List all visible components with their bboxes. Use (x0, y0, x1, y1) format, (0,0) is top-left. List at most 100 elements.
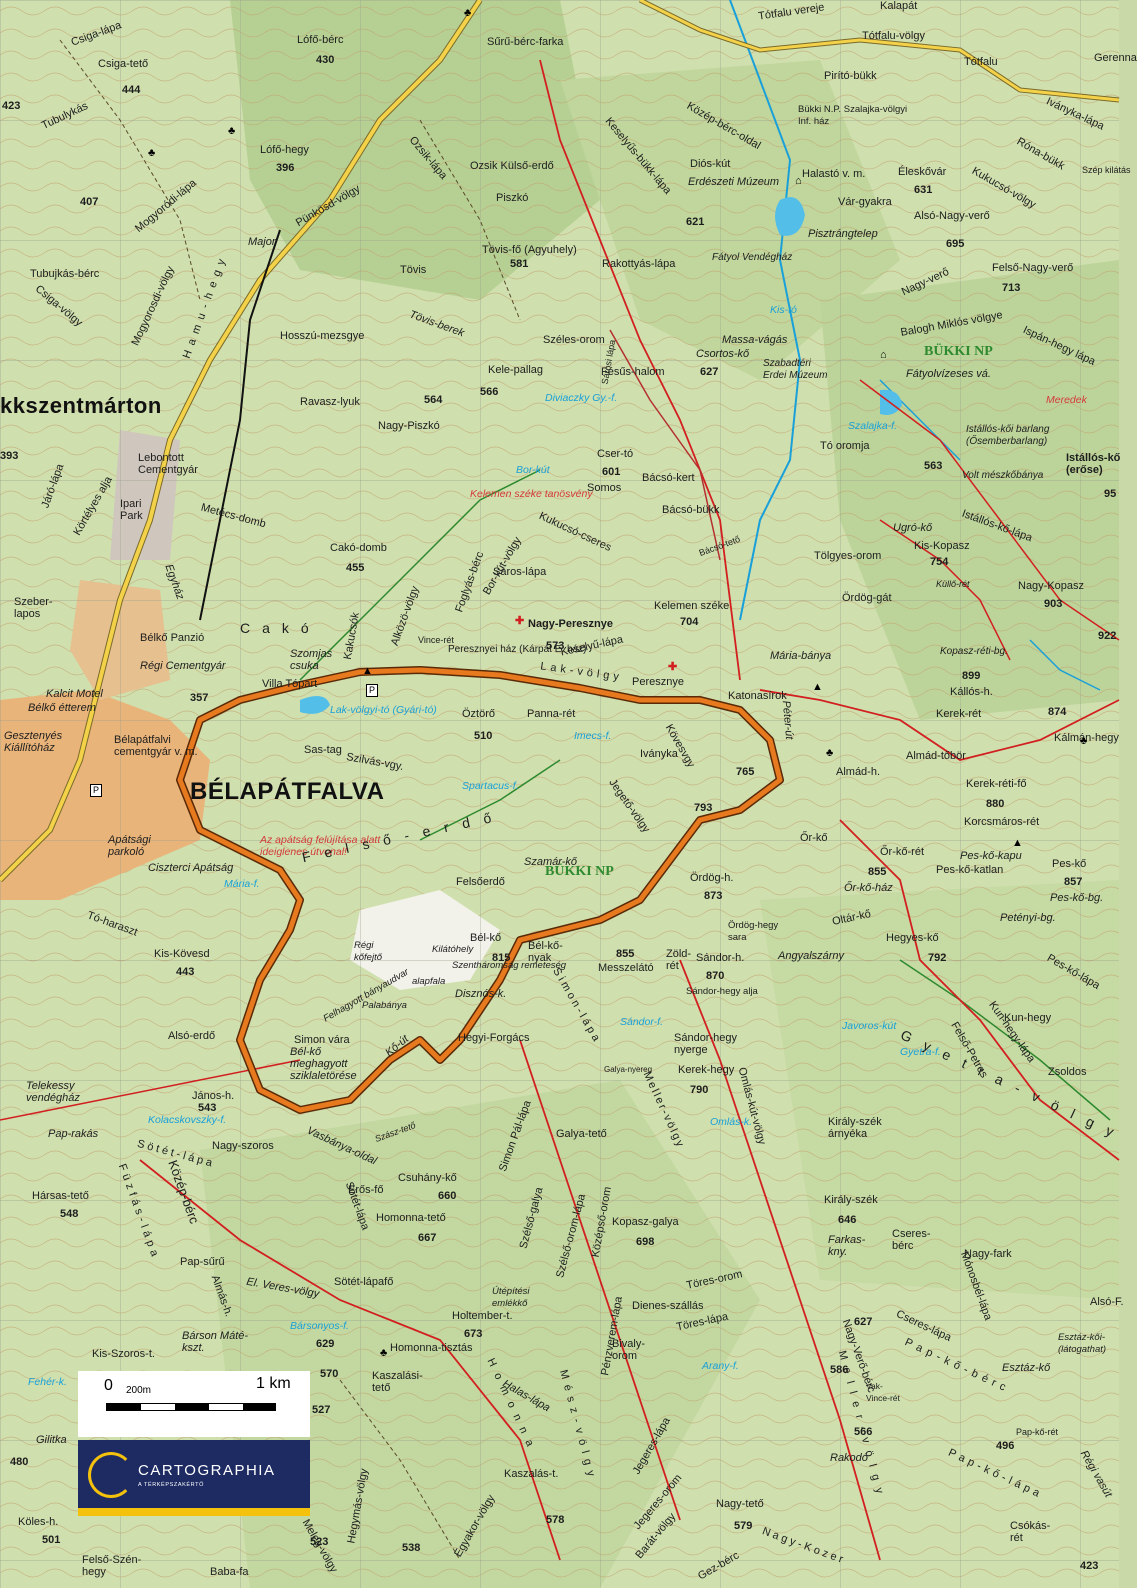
scale-zero: 0 (104, 1377, 113, 1394)
place-label: Zöld-rét (666, 948, 692, 972)
tree-icon: ♣ (1080, 735, 1088, 747)
elevation-label: 579 (734, 1520, 753, 1532)
place-label: Holtember-t. (452, 1310, 513, 1322)
place-label: Bélkő Panzió (140, 632, 205, 644)
red-trail (609, 329, 721, 561)
place-label: Lófő-hegy (260, 144, 309, 156)
elevation-label: 407 (80, 196, 99, 208)
place-label: Gesztenyés Kiállítóház (4, 730, 63, 754)
place-label: Csókás-rét (1010, 1520, 1051, 1544)
elevation-label: 586 (830, 1364, 849, 1376)
place-label: Apátsági parkoló (108, 834, 151, 858)
place-label: Disznós-k. (455, 988, 507, 1000)
elevation-label: 570 (320, 1368, 339, 1380)
place-label: Kopasz-galya (612, 1216, 679, 1228)
place-label: Tubujkás-bérc (30, 268, 100, 280)
elevation-label: 704 (680, 616, 699, 628)
elevation-label: 548 (60, 1208, 79, 1220)
water-label: Omlás-k. (710, 1116, 752, 1128)
place-label: Sándor-h. (696, 952, 745, 964)
place-label: Nagy-szoros (212, 1140, 274, 1152)
water-label: Javoros-kút (842, 1020, 897, 1032)
elevation-label: 543 (198, 1102, 217, 1114)
elevation-label: 396 (276, 162, 295, 174)
place-label: Éleskővár (898, 166, 947, 178)
place-label: Lebontott Cementgyár (138, 452, 198, 476)
place-label: Galya-tető (556, 1128, 607, 1140)
elevation-label: 667 (418, 1232, 437, 1244)
tree-icon: ♣ (380, 1347, 388, 1359)
place-label: Csortos-kő (696, 348, 750, 360)
logo-tagline: A TÉRKÉPSZAKÉRTŐ (138, 1482, 204, 1488)
water-label: Szalajka-f. (848, 420, 898, 432)
place-label: Hegyes-kő (886, 932, 939, 944)
place-label: Homonna-tető (376, 1212, 446, 1224)
place-label: Nagy-fark (964, 1248, 1012, 1260)
peak-triangle-icon: ▲ (812, 681, 823, 693)
place-label: Alsó-erdő (168, 1030, 216, 1042)
elevation-label: 646 (838, 1214, 857, 1226)
place-label: Baba-fa (210, 1566, 249, 1578)
place-label: Cseres-bérc (892, 1228, 931, 1252)
place-label: Szamár-kő (524, 856, 577, 868)
place-label: Zsoldos (1048, 1066, 1087, 1078)
place-label: Fésűs-halom (601, 366, 665, 378)
scale-bar-graphic (106, 1403, 276, 1411)
place-label: Bácsó-bükk (662, 504, 720, 516)
place-label: alapfala (412, 976, 446, 987)
place-label: Ravasz-lyuk (300, 396, 360, 408)
place-label: Istállós-kő (erőse) (1066, 452, 1121, 476)
elevation-label: 922 (1098, 630, 1117, 642)
elevation-label: 857 (1064, 876, 1083, 888)
red-trail (859, 379, 1120, 641)
water-label: Kolacskovszky-f. (148, 1114, 227, 1126)
red-trail (139, 1159, 561, 1561)
place-label: Peresznyei ház (Kárpát E. ház) (448, 644, 587, 655)
place-label: Szabadtéri Erdei Múzeum (763, 358, 828, 381)
place-label: Vár-gyakra (838, 196, 892, 208)
place-label: Kaszalási-tető (372, 1370, 423, 1394)
elevation-label: 566 (480, 386, 499, 398)
elevation-label: 423 (2, 100, 21, 112)
place-label: Vak-Vince-rét (866, 1381, 900, 1403)
elevation-label: 698 (636, 1236, 655, 1248)
logo-name: CARTOGRAPHIA (138, 1462, 276, 1479)
red-trail (879, 519, 1011, 661)
place-label: Széles-orom (543, 334, 605, 346)
first-aid-icon: ✚ (515, 615, 525, 627)
place-label: Bárson Máté-kszt. (182, 1330, 249, 1354)
place-label: Bél-kő-nyak (528, 940, 563, 964)
tree-icon: ♣ (826, 747, 834, 759)
place-label: Kalapát (880, 0, 918, 12)
place-label: Peresznye (632, 676, 684, 688)
place-label: Katonasírok (728, 690, 787, 702)
elevation-label: 423 (1080, 1560, 1099, 1572)
green-trail (899, 959, 1111, 1121)
elevation-label: 510 (474, 730, 493, 742)
elevation-label: 527 (312, 1404, 331, 1416)
place-label: Kerek-rét (936, 708, 982, 720)
water-label: Bársonyos-f. (290, 1320, 349, 1332)
place-label: Piszkó (496, 192, 529, 204)
water-label: Spartacus-f. (462, 780, 519, 792)
place-label: Sándor-hegy nyerge (674, 1032, 737, 1056)
elevation-label: 566 (854, 1426, 873, 1438)
place-label: Homonna-tisztás (390, 1342, 473, 1354)
place-label: Kalcit Motel (46, 688, 103, 700)
place-label: Kilátóhely (432, 944, 474, 955)
place-label: Almád-tőbör (906, 750, 966, 762)
elevation-label: 695 (946, 238, 965, 250)
elevation-label: 564 (424, 394, 443, 406)
place-label: Gilitka (36, 1434, 67, 1446)
place-label: Kelemen széke tanösvény (470, 488, 593, 500)
place-label: Szép kilátás (1082, 165, 1131, 175)
place-label: Dienes-szállás (632, 1300, 704, 1312)
place-label: Palabánya (362, 1000, 407, 1011)
red-trail (759, 689, 1120, 761)
place-label: Útépítési emlékkő (492, 1286, 530, 1309)
national-park-label: BÜKKI NP (924, 344, 993, 359)
water-label: Lak-völgyi-tó (Gyári-tó) (330, 704, 437, 716)
water-label: Diviaczky Gy.-f. (545, 392, 618, 404)
place-label: Ipari Park (120, 498, 143, 522)
